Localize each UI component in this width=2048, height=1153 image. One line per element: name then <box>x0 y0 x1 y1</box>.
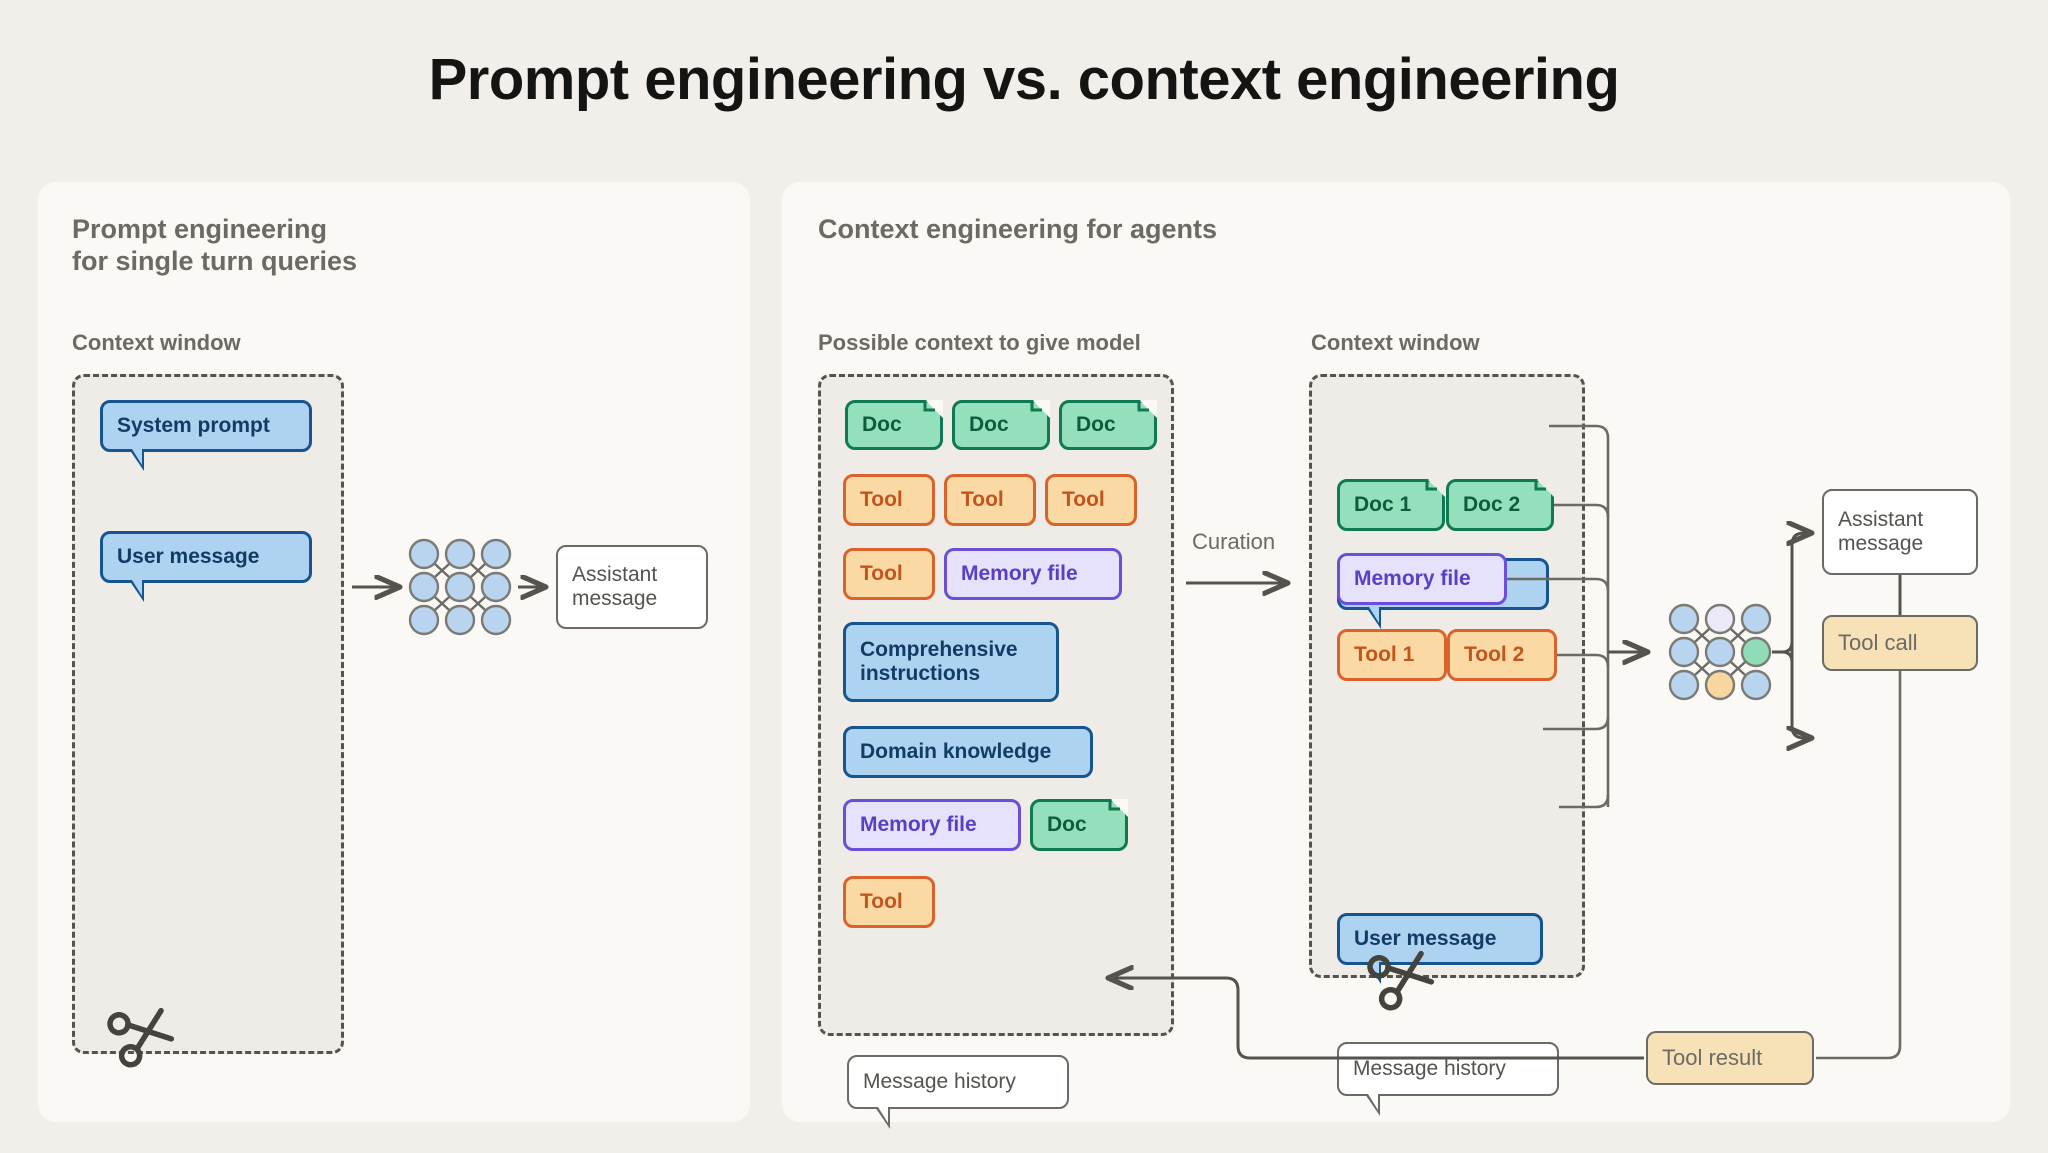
right-output-tool-call[interactable]: Tool call <box>1822 615 1978 671</box>
bubble-tail-inner <box>132 580 142 596</box>
possible-node-doc-1[interactable]: Doc <box>845 400 943 450</box>
right-output-assistant-message[interactable]: Assistant message <box>1822 489 1978 575</box>
possible-node-doc-2[interactable]: Doc <box>952 400 1050 450</box>
doc-fold-icon <box>1108 799 1128 817</box>
curated-node-message-history-label: Message history <box>1353 1056 1506 1080</box>
possible-node-tool-2[interactable]: Tool <box>944 474 1036 526</box>
doc-fold-icon <box>1137 400 1157 418</box>
bubble-tail-inner <box>1368 1094 1378 1110</box>
doc-fold-icon <box>923 400 943 418</box>
doc-fold-icon <box>1425 479 1445 497</box>
possible-node-domain-knowledge[interactable]: Domain knowledge <box>843 726 1093 778</box>
bubble-tail-inner <box>878 1107 888 1123</box>
right-output-tool-call-label: Tool call <box>1838 630 1918 656</box>
bubble-tail-inner <box>1369 607 1379 623</box>
right-output-assistant-message-label: Assistant message <box>1838 507 1924 555</box>
possible-node-message-history-label: Message history <box>863 1069 1016 1093</box>
curated-node-tool-1[interactable]: Tool 1 <box>1337 629 1447 681</box>
tool-result-label: Tool result <box>1662 1045 1763 1071</box>
curated-node-memory-file-label: Memory file <box>1354 566 1471 590</box>
doc-fold-icon <box>1534 479 1554 497</box>
possible-node-doc-3[interactable]: Doc <box>1059 400 1157 450</box>
possible-node-memory-file-2-label: Memory file <box>860 812 977 836</box>
possible-node-comprehensive-instructions[interactable]: Comprehensive instructions <box>843 622 1059 702</box>
curated-node-doc-2[interactable]: Doc 2 <box>1446 479 1554 531</box>
possible-node-doc-2-label: Doc <box>969 412 1009 436</box>
possible-node-domain-knowledge-label: Domain knowledge <box>860 739 1052 763</box>
possible-node-tool-5-label: Tool <box>860 889 903 913</box>
curated-node-tool-2[interactable]: Tool 2 <box>1447 629 1557 681</box>
left-node-system-prompt[interactable]: System prompt <box>100 400 312 471</box>
possible-node-tool-1[interactable]: Tool <box>843 474 935 526</box>
possible-node-memory-file-1-label: Memory file <box>961 561 1078 585</box>
possible-node-comprehensive-instructions-label: Comprehensive instructions <box>860 637 1018 685</box>
possible-node-memory-file-2[interactable]: Memory file <box>843 799 1021 851</box>
curated-node-doc-1-label: Doc 1 <box>1354 492 1412 516</box>
left-node-system-prompt-label: System prompt <box>117 413 270 437</box>
doc-fold-icon <box>1030 400 1050 418</box>
possible-node-tool-1-label: Tool <box>860 487 903 511</box>
left-context-window-label: Context window <box>72 330 241 355</box>
possible-node-doc-4[interactable]: Doc <box>1030 799 1128 851</box>
possible-node-doc-1-label: Doc <box>862 412 902 436</box>
curated-node-memory-file[interactable]: Memory file <box>1337 553 1507 605</box>
curated-node-user-message-label: User message <box>1354 926 1497 950</box>
possible-node-doc-4-label: Doc <box>1047 812 1087 836</box>
possible-node-tool-4[interactable]: Tool <box>843 548 935 600</box>
left-panel-heading: Prompt engineering for single turn queri… <box>72 214 358 276</box>
possible-node-message-history[interactable]: Message history <box>847 1055 1069 1129</box>
bubble-tail-inner <box>132 449 142 465</box>
left-node-user-message[interactable]: User message <box>100 531 312 602</box>
curated-node-tool-1-label: Tool 1 <box>1354 642 1415 666</box>
possible-node-tool-3[interactable]: Tool <box>1045 474 1137 526</box>
curation-label: Curation <box>1192 529 1276 554</box>
left-output-assistant-message-label: Assistant message <box>572 562 658 610</box>
tool-result-box[interactable]: Tool result <box>1646 1031 1814 1085</box>
possible-node-tool-4-label: Tool <box>860 561 903 585</box>
right-panel-heading: Context engineering for agents <box>818 214 1218 244</box>
left-context-window <box>72 374 344 1054</box>
right-context-window-label: Context window <box>1311 330 1480 355</box>
curated-node-doc-1[interactable]: Doc 1 <box>1337 479 1445 531</box>
possible-node-tool-5[interactable]: Tool <box>843 876 935 928</box>
possible-node-tool-3-label: Tool <box>1062 487 1105 511</box>
curated-node-user-message[interactable]: User message <box>1337 913 1543 984</box>
possible-node-tool-2-label: Tool <box>961 487 1004 511</box>
possible-node-doc-3-label: Doc <box>1076 412 1116 436</box>
curated-node-message-history[interactable]: Message history <box>1337 1042 1559 1116</box>
possible-node-memory-file-1[interactable]: Memory file <box>944 548 1122 600</box>
left-node-user-message-label: User message <box>117 544 260 568</box>
curated-node-tool-2-label: Tool 2 <box>1464 642 1525 666</box>
left-output-assistant-message[interactable]: Assistant message <box>556 545 708 629</box>
curated-node-doc-2-label: Doc 2 <box>1463 492 1521 516</box>
page-title: Prompt engineering vs. context engineeri… <box>428 47 1620 112</box>
bubble-tail-inner <box>1369 962 1379 978</box>
possible-context-label: Possible context to give model <box>818 330 1141 355</box>
